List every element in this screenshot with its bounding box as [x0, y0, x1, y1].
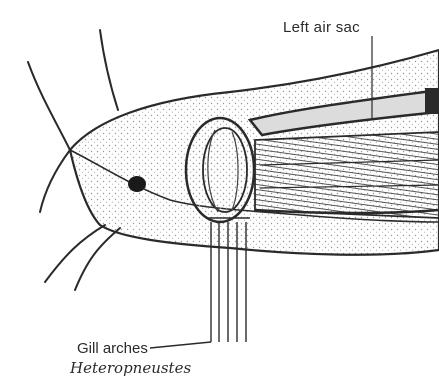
genus-label: Heteropneustes	[70, 361, 191, 376]
gill-chamber	[186, 118, 254, 222]
barbel-lower-2	[75, 228, 120, 290]
barbel-left	[40, 150, 70, 212]
barbel-top-2	[100, 30, 118, 110]
eye	[128, 176, 146, 192]
barbel-top-1	[28, 62, 70, 150]
gill-arches-label: Gill arches	[77, 341, 148, 356]
left-air-sac-label: Left air sac	[283, 20, 360, 35]
